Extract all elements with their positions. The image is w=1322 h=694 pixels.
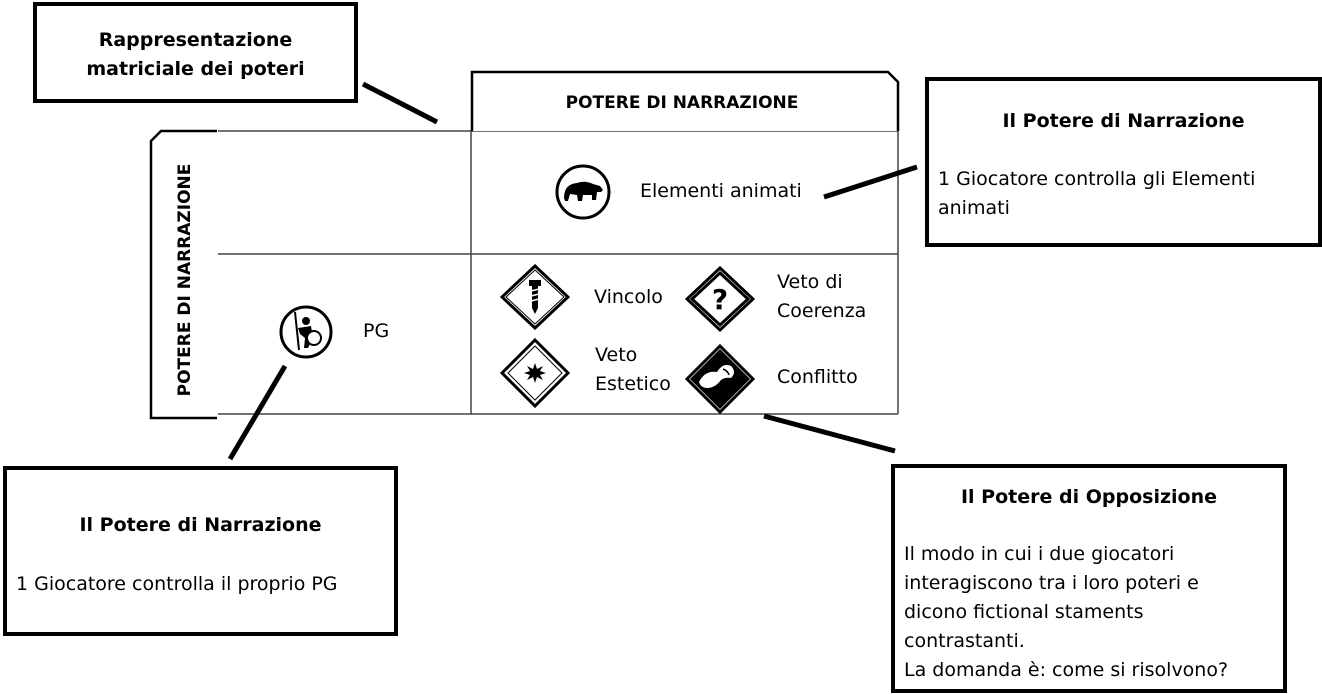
question-icon: ? <box>685 266 755 332</box>
callout-title: Il Potere di Narrazione <box>79 514 322 536</box>
elementi-animati-label: Elementi animati <box>640 180 802 202</box>
callout-body-line: interagiscono tra i loro poteri e <box>904 572 1199 594</box>
column-header: POTERE DI NARRAZIONE <box>565 93 799 113</box>
callout-title: Il Potere di Opposizione <box>960 486 1217 508</box>
row-header-tab <box>149 129 217 420</box>
bear-icon <box>555 164 611 220</box>
callout-body: 1 Giocatore controlla il proprio PG <box>16 573 338 595</box>
callout-body-line: Il modo in cui i due giocatori <box>904 543 1175 565</box>
svg-text:?: ? <box>712 283 728 316</box>
pg-label: PG <box>363 320 390 342</box>
title-box: Rappresentazione matriciale dei poteri <box>33 2 358 103</box>
callout-body-line: La domanda è: come si risolvono? <box>904 659 1229 681</box>
callout-narrazione-elementi: Il Potere di Narrazione 1 Giocatore cont… <box>925 77 1322 247</box>
callout-title: Il Potere di Narrazione <box>1002 110 1245 132</box>
conflitto-label: Conflitto <box>777 366 858 388</box>
title-text: Rappresentazione matriciale dei poteri <box>86 29 305 80</box>
screw-icon <box>500 264 570 330</box>
callout-narrazione-pg: Il Potere di Narrazione 1 Giocatore cont… <box>3 466 398 636</box>
flex-arm-icon <box>685 344 755 414</box>
star-icon <box>500 338 570 408</box>
callout-body-line: contrastanti. <box>904 630 1025 652</box>
veto-estetico-label: Veto Estetico <box>595 344 671 395</box>
row-header: POTERE DI NARRAZIONE <box>175 163 195 397</box>
veto-coerenza-label: Veto di Coerenza <box>777 271 867 322</box>
column-header-tab <box>470 70 900 131</box>
callout-opposizione: Il Potere di Opposizione Il modo in cui … <box>891 464 1287 693</box>
character-icon <box>279 305 333 359</box>
callout-body-line: dicono fictional staments <box>904 601 1144 623</box>
callout-body: 1 Giocatore controlla gli Elementi anima… <box>938 168 1256 219</box>
vincolo-label: Vincolo <box>594 286 663 308</box>
